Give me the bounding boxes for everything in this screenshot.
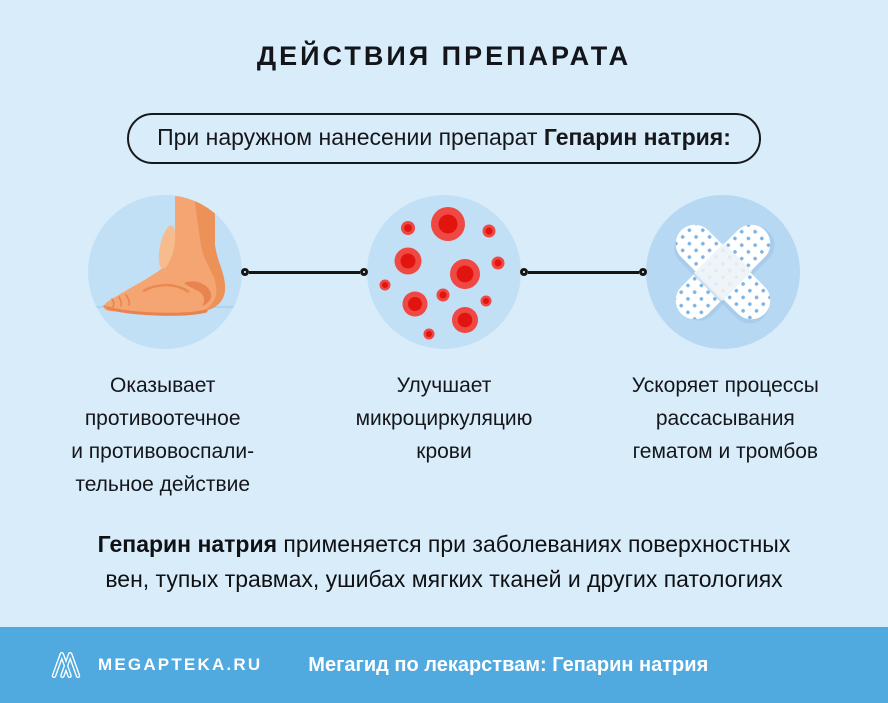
connector-2 — [520, 268, 647, 276]
blood-cells-icon — [379, 207, 505, 340]
caption-microcirculation: Улучшает микроциркуляцию крови — [355, 374, 533, 463]
intro-pill: При наружном нанесении препарат Гепарин … — [127, 113, 761, 164]
megapteka-logo-icon — [51, 651, 81, 679]
steps-row — [0, 195, 888, 349]
summary-drug-name: Гепарин натрия — [97, 531, 278, 557]
intro-pill-drug-name: Гепарин натрия: — [543, 124, 731, 150]
connector-dot — [241, 268, 249, 276]
caption-anti-inflammatory: Оказывает противоотечное и противовоспал… — [71, 374, 255, 496]
summary-line-1: Гепарин натрия применяется при заболеван… — [97, 531, 791, 557]
footer-tagline: Мегагид по лекарствам: Гепарин натрия — [308, 653, 709, 676]
summary-paragraph: Гепарин натрия применяется при заболеван… — [0, 527, 888, 597]
summary-line-2: вен, тупых травмах, ушибах мягких тканей… — [105, 566, 783, 592]
connector-line — [249, 270, 360, 274]
footer-bar: MEGAPTEKA.RU Мегагид по лекарствам: Гепа… — [0, 627, 888, 703]
step-circle-foot — [88, 195, 242, 349]
connector-line — [528, 270, 639, 274]
connector-dot — [360, 268, 368, 276]
captions-row: Оказывает противоотечное и противовоспал… — [0, 369, 888, 501]
step-circle-bandage — [646, 195, 800, 349]
caption-hematoma-resorption: Ускоряет процессы рассасывания гематом и… — [631, 374, 819, 463]
page-title: ДЕЙСТВИЯ ПРЕПАРАТА — [256, 41, 632, 71]
intro-pill-text: При наружном нанесении препарат — [157, 124, 544, 150]
connector-dot — [520, 268, 528, 276]
crossed-bandages-icon — [674, 224, 775, 324]
footer-brand: MEGAPTEKA.RU — [98, 655, 263, 674]
connector-dot — [639, 268, 647, 276]
connector-1 — [241, 268, 368, 276]
step-circle-blood — [367, 195, 521, 349]
foot-icon — [96, 195, 234, 316]
